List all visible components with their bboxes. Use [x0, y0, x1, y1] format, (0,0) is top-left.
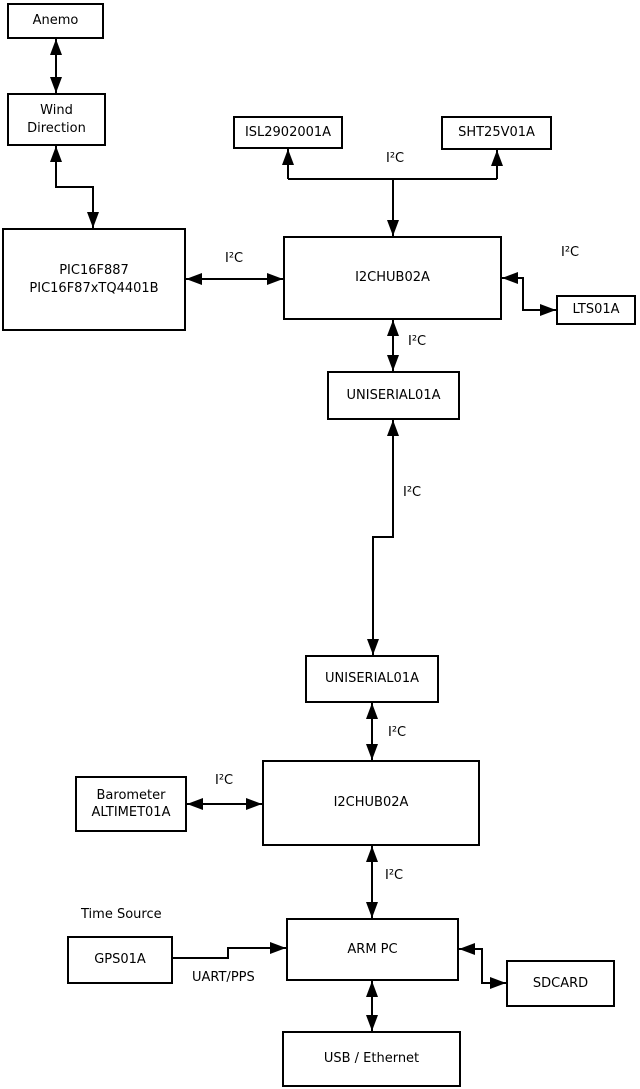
node-label: Anemo — [32, 13, 79, 29]
edge-label-i2c-hub2-armpc: I²C — [385, 868, 404, 883]
node-uniserial01a-top: UNISERIAL01A — [327, 371, 460, 420]
node-label: GPS01A — [94, 952, 146, 968]
connector-gps-armpc — [173, 942, 286, 959]
edge-label-i2c-bus: I²C — [386, 151, 405, 166]
node-pic16f887: PIC16F887 PIC16F87xTQ4401B — [2, 228, 186, 331]
node-label: ISL2902001A — [244, 124, 332, 140]
node-lts01a: LTS01A — [556, 295, 636, 325]
node-label-line: Wind — [40, 103, 73, 119]
node-i2chub02a-bottom: I2CHUB02A — [262, 760, 480, 846]
node-label: SHT25V01A — [458, 125, 535, 141]
edge-label-i2c-hub1-uniserial: I²C — [408, 334, 427, 349]
annotation-time-source: Time Source — [81, 907, 162, 922]
node-barometer-altimet01a: Barometer ALTIMET01A — [75, 776, 187, 832]
edge-label-i2c-uniserial-link: I²C — [403, 485, 422, 500]
node-label: I2CHUB02A — [355, 270, 430, 286]
node-i2chub02a-top: I2CHUB02A — [283, 236, 502, 320]
node-label: UNISERIAL01A — [325, 671, 419, 687]
connector-wind-pic — [50, 146, 99, 228]
connector-uniserial1-uniserial2 — [367, 420, 399, 655]
node-label: ARM PC — [347, 941, 398, 957]
edge-label-i2c-barometer-hub2: I²C — [215, 773, 234, 788]
node-label-line: Barometer — [96, 787, 166, 803]
node-isl2902001a: ISL2902001A — [233, 116, 343, 149]
edge-label-i2c-hub1-lts: I²C — [561, 245, 580, 260]
node-label: USB / Ethernet — [323, 1051, 420, 1067]
node-label: UNISERIAL01A — [346, 387, 441, 403]
node-label: I2CHUB02A — [333, 795, 409, 811]
node-usb-ethernet: USB / Ethernet — [282, 1031, 461, 1087]
node-sdcard: SDCARD — [506, 960, 615, 1007]
node-label-line: ALTIMET01A — [91, 805, 171, 820]
node-uniserial01a-bottom: UNISERIAL01A — [305, 655, 439, 703]
connector-hub1-lts — [502, 272, 556, 316]
node-arm-pc: ARM PC — [286, 918, 459, 981]
node-label: SDCARD — [532, 975, 589, 991]
node-sht25v01a: SHT25V01A — [441, 116, 552, 150]
node-label-line: PIC16F887 — [59, 263, 129, 279]
node-label-line: Direction — [27, 120, 86, 136]
node-label: LTS01A — [572, 302, 620, 318]
edge-label-uart-pps: UART/PPS — [192, 970, 255, 985]
node-label-line: PIC16F87xTQ4401B — [29, 280, 159, 296]
node-wind-direction: Wind Direction — [7, 93, 106, 146]
edge-label-i2c-pic-hub1: I²C — [225, 251, 244, 266]
node-gps01a: GPS01A — [67, 936, 173, 984]
node-anemo: Anemo — [7, 3, 104, 39]
edge-label-i2c-uniserial-hub2: I²C — [388, 725, 407, 740]
connector-armpc-sdcard — [459, 943, 506, 989]
